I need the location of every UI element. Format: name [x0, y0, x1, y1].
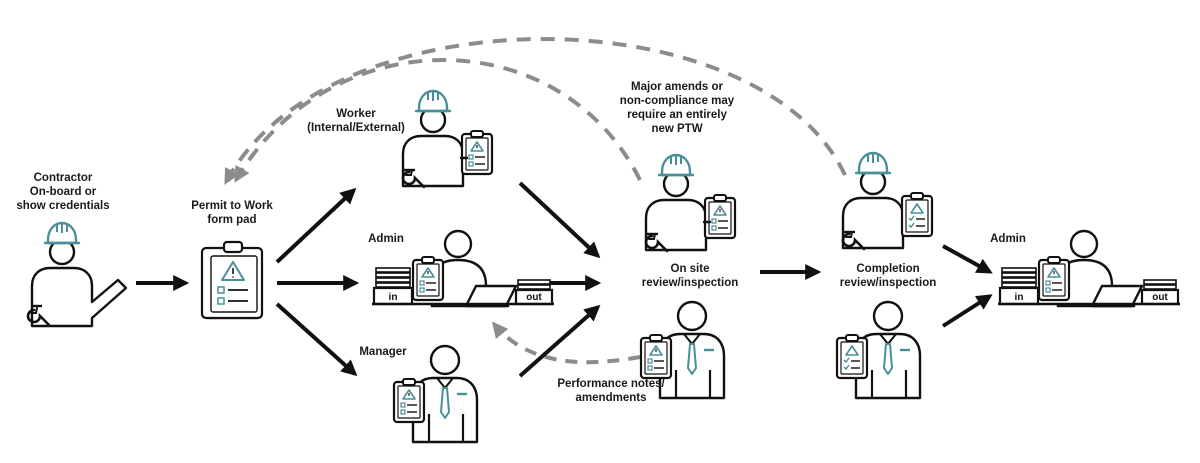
worker-figure [403, 91, 492, 187]
in-tray-label: in [1015, 292, 1024, 303]
arrow-completion-manager-to-admin [941, 294, 993, 328]
arrow-completion-worker-to-admin [942, 244, 993, 274]
manager-figure [394, 346, 477, 442]
admin-left-label: Admin [368, 233, 404, 245]
manager-label: Manager [359, 346, 407, 358]
out-tray-label: out [526, 292, 542, 303]
contractor-figure [26, 221, 128, 328]
permit-label: Permit to Work form pad [191, 200, 273, 226]
out-tray-label: out [1152, 292, 1168, 303]
onsite-worker-figure [646, 155, 735, 251]
dashed-arrow-performance-notes [491, 321, 641, 365]
arrow-permit-to-worker [275, 187, 357, 264]
major-amends-label: Major amends or non-compliance may requi… [619, 81, 735, 135]
completion-manager-figure [835, 300, 922, 400]
contractor-label: Contractor On-board or show credentials [16, 172, 110, 212]
dashed-arrow-completion-to-permit [224, 37, 847, 185]
arrow-permit-to-manager [275, 302, 358, 377]
admin-right-figure: in out [998, 231, 1180, 306]
completion-worker-figure [841, 151, 934, 251]
permit-clipboard-icon [200, 240, 264, 320]
admin-right-label: Admin [990, 233, 1026, 245]
admin-left-figure: in out [372, 231, 554, 306]
dashed-arrow-onsite-to-permit [234, 58, 642, 183]
onsite-label: On site review/inspection [641, 263, 739, 289]
completion-label: Completion review/inspection [839, 263, 937, 289]
arrow-worker-to-onsite [518, 181, 601, 259]
arrow-manager-to-onsite [518, 304, 601, 378]
performance-notes-label: Performance notes/ amendments [557, 378, 665, 404]
in-tray-label: in [389, 292, 398, 303]
worker-label: Worker (Internal/External) [307, 108, 405, 134]
